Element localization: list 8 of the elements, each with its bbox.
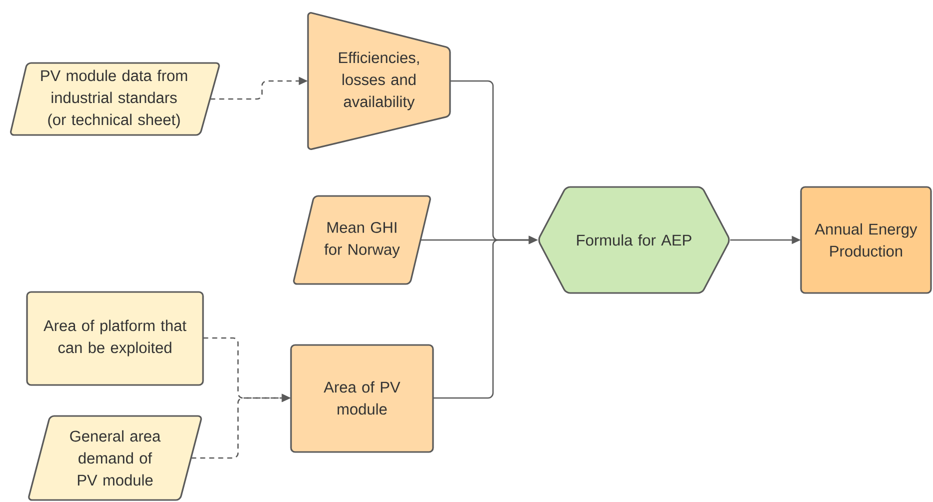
trapezoid-box: Efficiencies, losses and availability [307, 12, 451, 150]
process-box: Area of platform that can be exploited [26, 291, 204, 386]
input-parallelogram: PV module data from industrial standars (or technical sheet) [10, 62, 220, 136]
process-box: Area of PV module [290, 344, 434, 453]
input-parallelogram: General area demand of PV module [28, 415, 202, 501]
hexagon-box: Formula for AEP [538, 186, 730, 294]
input-parallelogram: Mean GHI for Norway [293, 195, 431, 285]
output-box: Annual Energy Production [800, 186, 932, 294]
